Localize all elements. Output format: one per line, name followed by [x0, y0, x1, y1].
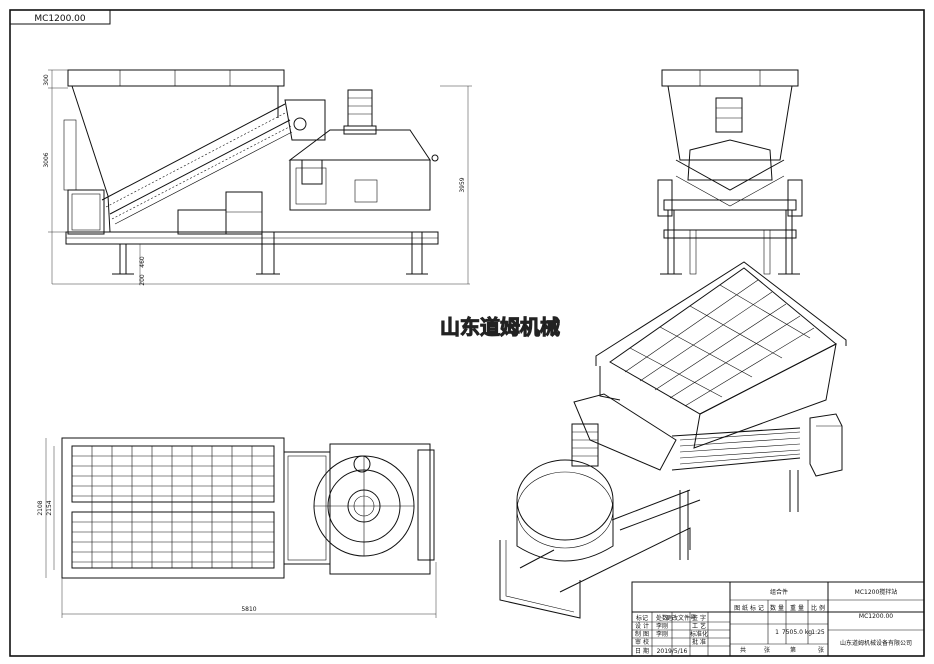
assembly-label: 组合件 [770, 588, 788, 596]
rev-header: 标记 [636, 614, 648, 622]
company-name: 山东道姆机械设备有限公司 [840, 639, 912, 647]
svg-text:3959: 3959 [459, 177, 466, 192]
rev-header: 处数 [656, 614, 668, 622]
drawing-number: MC1200.00 [859, 613, 893, 620]
role-name: 李刚 [656, 622, 668, 630]
front-elevation-view [657, 69, 803, 275]
sheet-label: 第 [790, 646, 796, 654]
role-label: 批 准 [692, 638, 706, 646]
col-header: 图 纸 标 记 [734, 604, 764, 612]
weight-value: 7505.0 kg [782, 629, 812, 636]
role-label: 制 图 [635, 630, 649, 638]
isometric-view [499, 261, 847, 619]
sheet-label: 张 [818, 646, 824, 654]
role-label: 工 艺 [692, 622, 706, 630]
svg-text:MC1200.00: MC1200.00 [34, 14, 86, 24]
plan-view: 2108 2154 5810 [37, 437, 437, 618]
svg-text:460: 460 [139, 256, 146, 268]
quantity-value: 1 [775, 629, 779, 636]
sheet-label: 张 [764, 646, 770, 654]
side-elevation-view: 300 3006 3959 460 200 [43, 69, 472, 286]
product-name: MC1200搅拌站 [855, 588, 898, 596]
col-header: 比 例 [811, 604, 825, 612]
role-label: 审 校 [635, 638, 649, 646]
svg-text:2108: 2108 [37, 500, 44, 515]
scale-value: 1:25 [811, 629, 825, 636]
sheet-label: 共 [740, 646, 746, 654]
col-header: 数 量 [770, 604, 784, 612]
rev-header: 更改文件号 [666, 614, 696, 622]
rev-header: 签 字 [692, 614, 706, 622]
role-label: 日 期 [635, 647, 649, 655]
watermark-company: 山东道姆机械 [440, 315, 560, 339]
role-name: 李刚 [656, 630, 668, 638]
date-value: 2019/5/16 [657, 648, 688, 655]
role-label: 标准化 [690, 630, 708, 638]
svg-text:300: 300 [43, 74, 50, 86]
col-header: 重 量 [790, 604, 804, 612]
svg-text:3006: 3006 [43, 152, 50, 167]
svg-text:200: 200 [139, 274, 146, 286]
corner-drawing-number: MC1200.00 [9, 9, 111, 25]
title-block: 组合件 MC1200搅拌站 MC1200.00 山东道姆机械设备有限公司 图 纸… [631, 581, 925, 657]
svg-text:5810: 5810 [241, 606, 256, 613]
drawing-border [9, 9, 925, 657]
role-label: 设 计 [635, 622, 649, 630]
svg-text:2154: 2154 [46, 500, 53, 515]
